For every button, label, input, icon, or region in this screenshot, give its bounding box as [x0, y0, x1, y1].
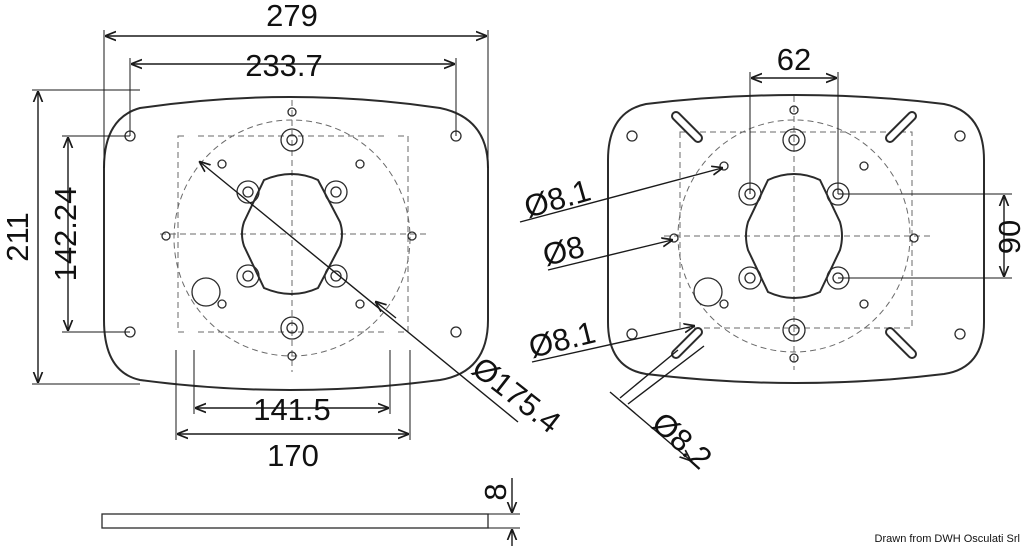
dim-height-overall: 211: [0, 212, 35, 261]
plate-thickness-profile: [101, 513, 489, 529]
dim-bottom-outer: 170: [267, 438, 319, 473]
side-view: 8: [101, 478, 520, 546]
dim-hole-upper: Ø8.1: [520, 173, 594, 225]
dim-hole-slot: Ø8.2: [645, 405, 718, 476]
dim-width-holes: 233.7: [245, 48, 323, 83]
right-plate-view: 62 90 Ø8.1 Ø8 Ø8.1 Ø8.2: [519, 42, 1024, 476]
right-center-opening: [745, 173, 843, 299]
right-slots: [671, 111, 917, 359]
right-plate-outline: [607, 94, 985, 384]
dim-hole-lower: Ø8.1: [525, 315, 599, 365]
dim-width-overall: 279: [266, 0, 318, 33]
left-plate-outline: [103, 96, 489, 391]
left-slots: [171, 115, 413, 353]
right-dashed-rect: [679, 131, 913, 329]
dim-side-spacing: 90: [992, 220, 1024, 254]
dim-top-spacing: 62: [777, 42, 811, 77]
dim-bottom-inner: 141.5: [253, 392, 331, 427]
left-center-opening: [241, 173, 343, 295]
drawing-credit: Drawn from DWH Osculati Srl: [875, 533, 1020, 545]
dim-circle-diameter: Ø175.4: [466, 350, 568, 440]
dim-thickness: 8: [478, 483, 513, 500]
left-plate-view: 279 233.7 211 142.24 141.5 170 Ø175.4: [0, 0, 567, 473]
dim-hole-mid: Ø8: [539, 229, 588, 273]
dim-height-holes: 142.24: [48, 187, 83, 282]
left-dashed-rect: [177, 135, 409, 333]
